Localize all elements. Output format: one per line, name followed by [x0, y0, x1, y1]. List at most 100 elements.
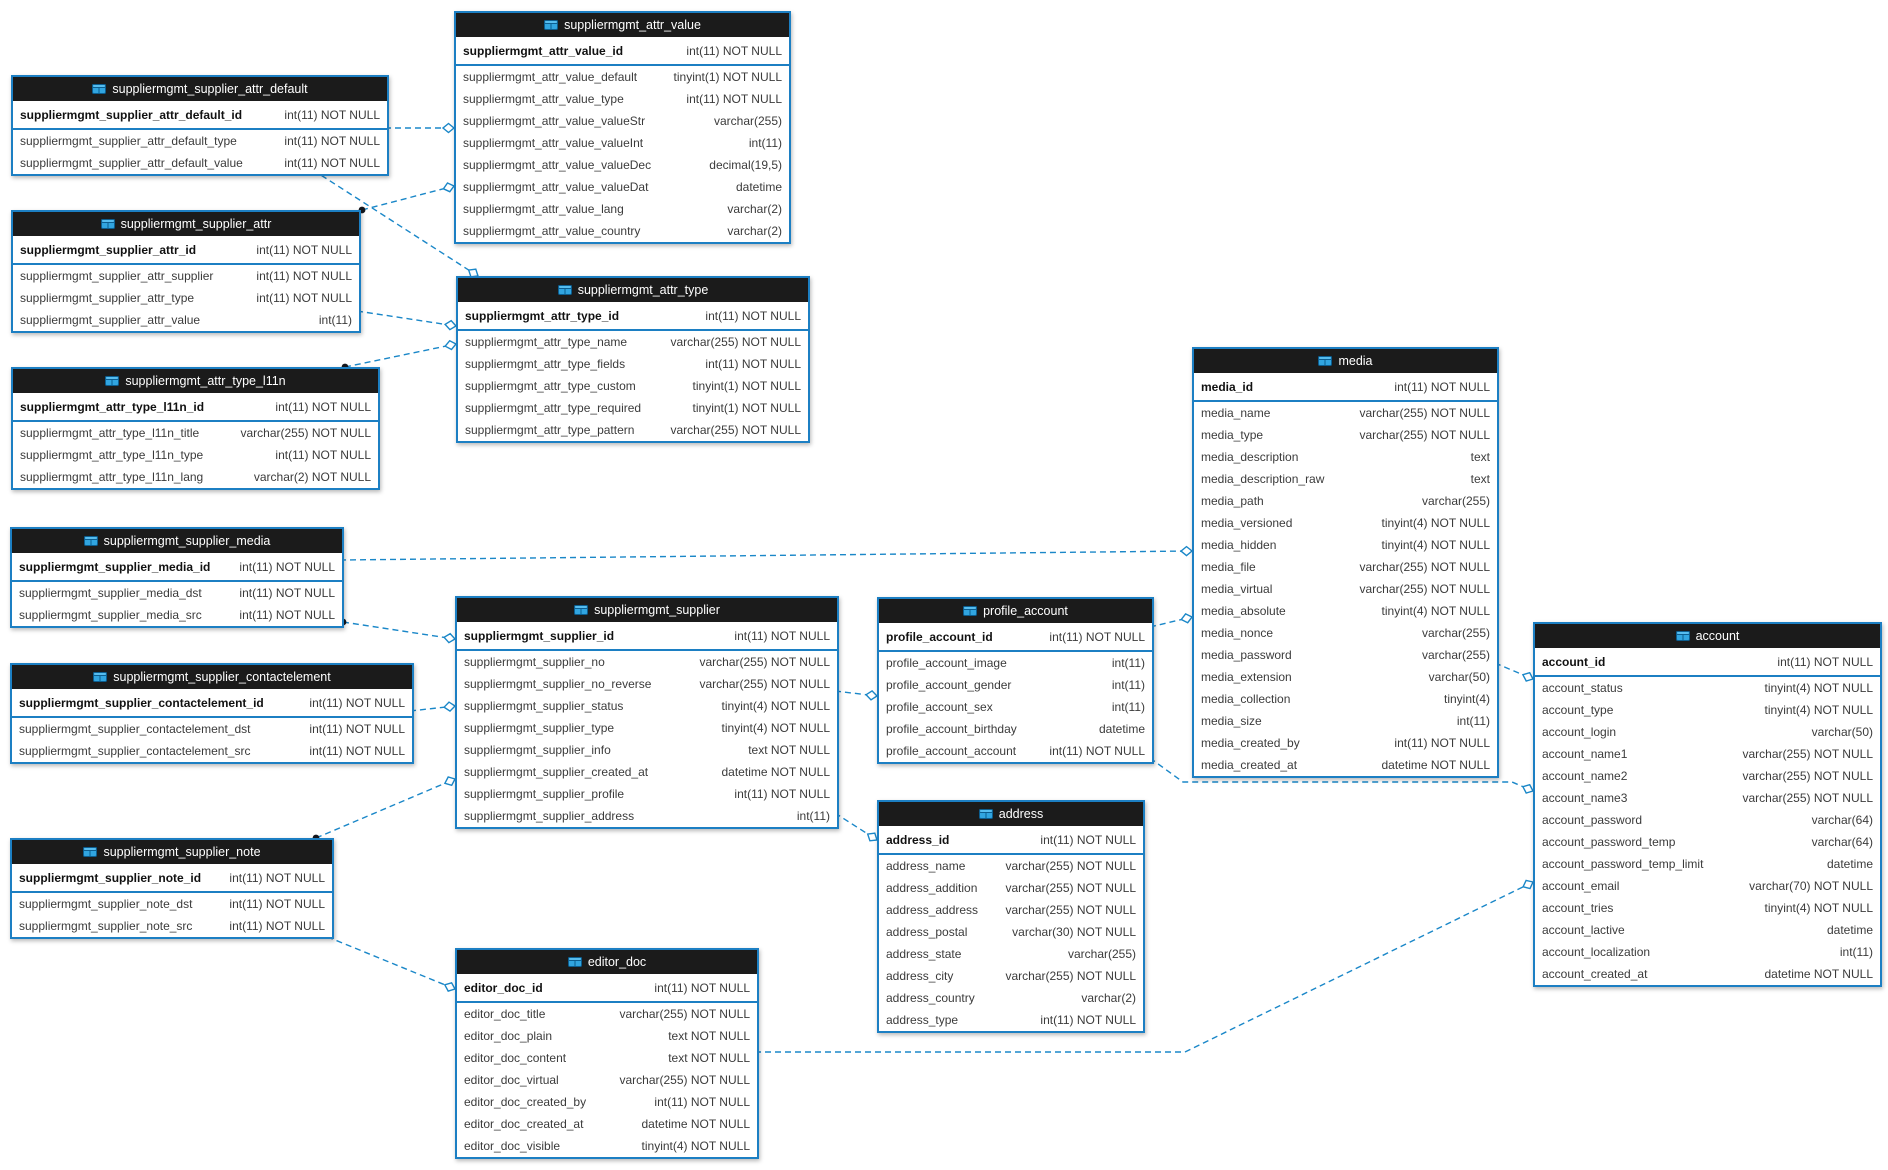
- relationship-line[interactable]: [315, 778, 456, 839]
- column-row[interactable]: suppliermgmt_supplier_attr_default_value…: [13, 152, 387, 174]
- relationship-line[interactable]: [409, 705, 456, 712]
- table-header[interactable]: profile_account: [879, 599, 1152, 623]
- column-row[interactable]: suppliermgmt_supplier_contactelement_dst…: [12, 718, 412, 740]
- table-header[interactable]: suppliermgmt_supplier_contactelement: [12, 665, 412, 689]
- relationship-line[interactable]: [339, 550, 1193, 561]
- table-header[interactable]: editor_doc: [457, 950, 757, 974]
- relationship-line[interactable]: [317, 932, 456, 990]
- table-header[interactable]: suppliermgmt_attr_type_l11n: [13, 369, 378, 393]
- relationship-line[interactable]: [356, 310, 457, 327]
- table-header[interactable]: account: [1535, 624, 1880, 648]
- table-header[interactable]: suppliermgmt_supplier_media: [12, 529, 342, 553]
- table-header[interactable]: suppliermgmt_supplier_note: [12, 840, 332, 864]
- relationship-line[interactable]: [361, 185, 455, 211]
- table-header[interactable]: suppliermgmt_supplier: [457, 598, 837, 622]
- relationship-line[interactable]: [342, 621, 456, 640]
- table-header[interactable]: suppliermgmt_attr_type: [458, 278, 808, 302]
- table-header[interactable]: suppliermgmt_attr_value: [456, 13, 789, 37]
- relationship-suppliermgmt_supplier_media-to-media[interactable]: [336, 545, 1194, 564]
- relationship-line[interactable]: [344, 343, 457, 368]
- relationship-suppliermgmt_supplier_media-to-suppliermgmt_supplier[interactable]: [339, 618, 457, 644]
- relationship-line[interactable]: [312, 169, 479, 277]
- relationship-line[interactable]: [755, 881, 1534, 1053]
